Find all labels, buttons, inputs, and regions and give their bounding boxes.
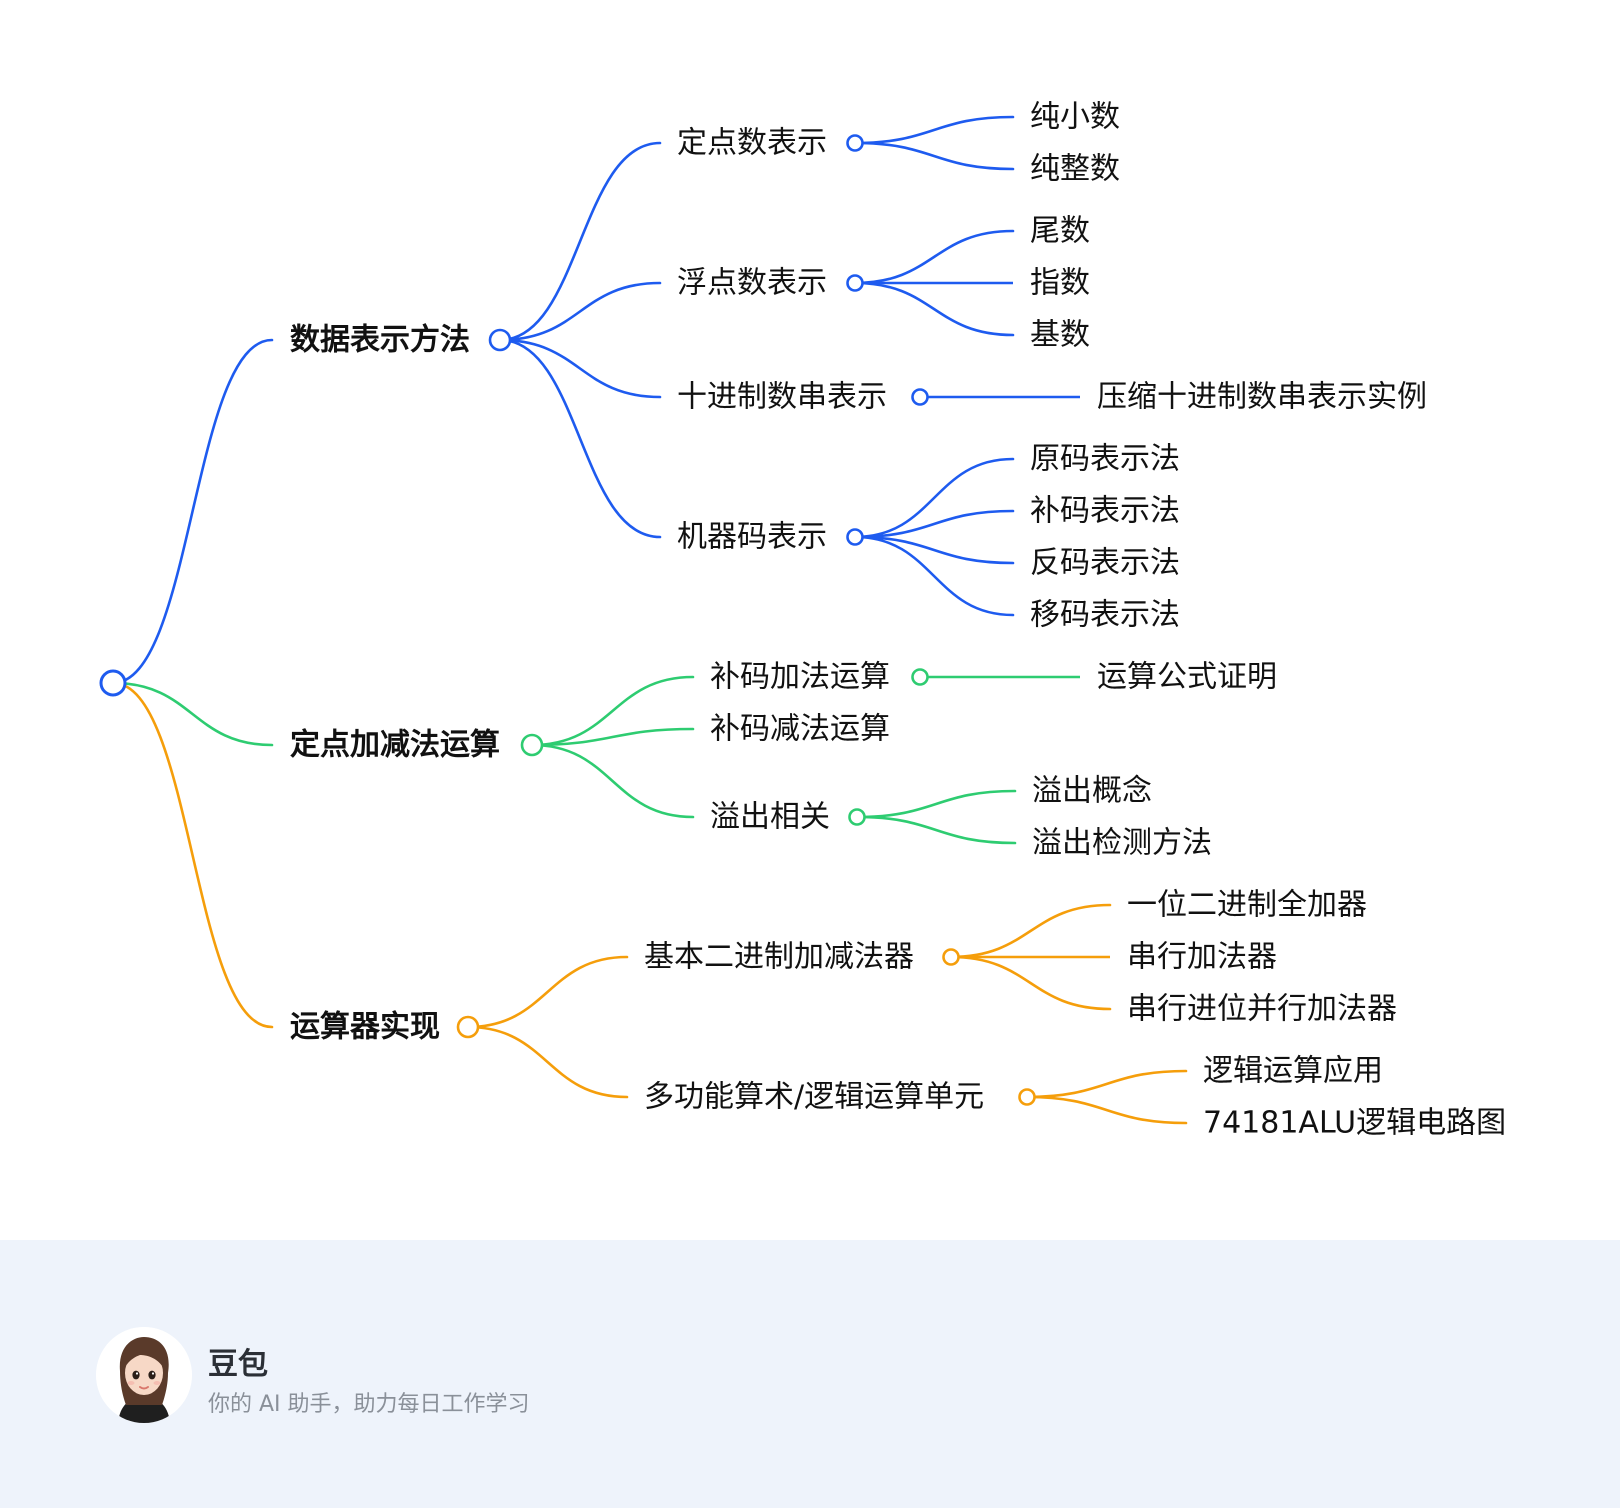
leaf-label: 纯整数: [1030, 152, 1120, 187]
branch-label: 数据表示方法: [290, 323, 470, 358]
branch-to-topic-connector: [466, 1025, 629, 1099]
branch-to-topic-connector: [530, 727, 695, 747]
topic-to-leaf-connector: [855, 815, 1017, 845]
leaf-label: 压缩十进制数串表示实例: [1097, 380, 1427, 415]
topic-to-leaf-connector: [853, 229, 1015, 285]
leaf-label: 溢出概念: [1032, 774, 1152, 809]
root-to-branch-connector: [111, 338, 274, 685]
leaf-label: 纯小数: [1030, 100, 1120, 135]
leaf-label: 移码表示法: [1030, 598, 1180, 633]
topic-to-leaf-connector: [853, 115, 1015, 145]
topic-node[interactable]: [846, 528, 864, 546]
leaf-label: 逻辑运算应用: [1203, 1054, 1383, 1089]
branch-node[interactable]: [520, 733, 544, 757]
topic-to-leaf-connector: [853, 141, 1015, 171]
leaf-label: 串行进位并行加法器: [1127, 992, 1397, 1027]
leaf-label: 基数: [1030, 318, 1090, 353]
topic-to-leaf-connector: [1025, 1095, 1188, 1125]
branch-to-topic-connector: [530, 743, 695, 819]
branch-node[interactable]: [456, 1015, 480, 1039]
topic-to-leaf-connector: [853, 281, 1015, 337]
topic-label: 浮点数表示: [677, 266, 827, 301]
topic-to-leaf-connector: [853, 535, 1015, 565]
topic-to-leaf-connector: [855, 789, 1017, 819]
branch-to-topic-connector: [498, 338, 662, 399]
branch-to-topic-connector: [498, 281, 662, 342]
topic-label: 十进制数串表示: [677, 380, 887, 415]
topic-label: 补码减法运算: [710, 712, 890, 747]
brand-name: 豆包: [208, 1347, 268, 1382]
leaf-label: 一位二进制全加器: [1127, 888, 1367, 923]
leaf-label: 串行加法器: [1127, 940, 1277, 975]
leaf-label: 溢出检测方法: [1032, 826, 1212, 861]
topic-label: 多功能算术/逻辑运算单元: [644, 1080, 984, 1115]
topic-node[interactable]: [911, 388, 929, 406]
footer: [0, 1240, 1620, 1508]
leaf-label: 74181ALU逻辑电路图: [1203, 1106, 1506, 1141]
topic-node[interactable]: [911, 668, 929, 686]
root-to-branch-connector: [111, 681, 274, 747]
topic-label: 补码加法运算: [710, 660, 890, 695]
branch-to-topic-connector: [466, 955, 629, 1029]
avatar-icon: [96, 1327, 192, 1423]
branch-label: 运算器实现: [290, 1010, 440, 1045]
leaf-label: 反码表示法: [1030, 546, 1180, 581]
topic-to-leaf-connector: [853, 457, 1015, 539]
topic-label: 机器码表示: [677, 520, 827, 555]
branch-node[interactable]: [488, 328, 512, 352]
branch-to-topic-connector: [498, 141, 662, 342]
brand-tagline: 你的 AI 助手，助力每日工作学习: [208, 1392, 530, 1417]
topic-label: 定点数表示: [677, 126, 827, 161]
branch-to-topic-connector: [498, 338, 662, 539]
branch-label: 定点加减法运算: [290, 728, 500, 763]
topic-node[interactable]: [846, 134, 864, 152]
root-to-branch-connector: [111, 681, 274, 1029]
leaf-label: 补码表示法: [1030, 494, 1180, 529]
topic-to-leaf-connector: [853, 509, 1015, 539]
topic-node[interactable]: [848, 808, 866, 826]
topic-node[interactable]: [942, 948, 960, 966]
topic-to-leaf-connector: [949, 955, 1112, 1011]
leaf-label: 原码表示法: [1030, 442, 1180, 477]
leaf-label: 运算公式证明: [1097, 660, 1277, 695]
topic-to-leaf-connector: [853, 535, 1015, 617]
root-node[interactable]: [99, 669, 127, 697]
topic-to-leaf-connector: [1025, 1069, 1188, 1099]
topic-node[interactable]: [846, 274, 864, 292]
topic-node[interactable]: [1018, 1088, 1036, 1106]
topic-to-leaf-connector: [949, 903, 1112, 959]
topic-label: 溢出相关: [710, 800, 830, 835]
topic-label: 基本二进制加减法器: [644, 940, 914, 975]
leaf-label: 尾数: [1030, 214, 1090, 249]
leaf-label: 指数: [1030, 266, 1090, 301]
branch-to-topic-connector: [530, 675, 695, 747]
